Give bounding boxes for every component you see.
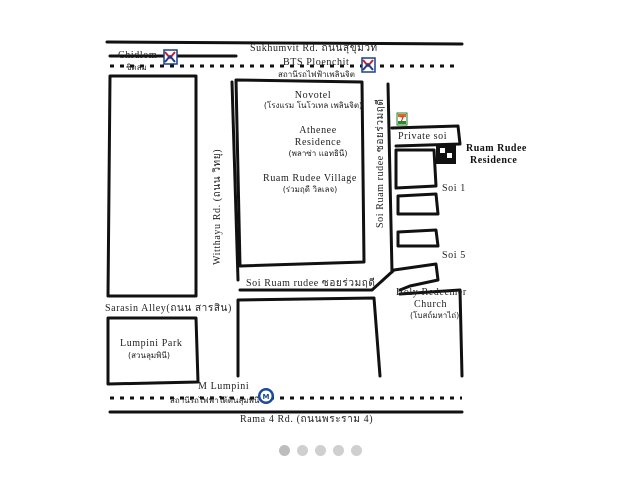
lumpini-station-thai-label: สถานีรถไฟฟ้าใต้ดินลุมพินี: [170, 396, 260, 405]
sarasin-label: Sarasin Alley(ถนน สารสิน): [105, 303, 232, 314]
sukhumvit-road: [105, 40, 464, 46]
slide-pager: [0, 445, 640, 459]
ploenchit-label: BTS Ploenchit: [283, 57, 349, 68]
chidlom-label: Chidlom: [118, 50, 157, 61]
lumpini-park-thai-label: (สวนลุมพินี): [128, 351, 170, 360]
pager-dot-2[interactable]: [296, 445, 308, 456]
church-label: Holy Redeemer: [396, 287, 467, 298]
lumpini-station-label: M Lumpini: [198, 381, 249, 392]
village-label: Ruam Rudee Village: [263, 173, 357, 184]
soi-ruam-rudee-west-edge: [386, 82, 394, 274]
soi-block-b: [396, 228, 440, 248]
soi-ruam-rudee-vertical-label: Soi Ruam rudee ซอยร่วมฤดี: [374, 98, 386, 228]
witthayu-road: [230, 80, 240, 282]
svg-text:7: 7: [400, 116, 404, 123]
soi-1-label: Soi 1: [442, 183, 466, 194]
witthayu-label: Witthayu Rd. (ถนน วิทยุ): [212, 149, 223, 265]
chidlom-thai-label: ชิดลม: [126, 63, 147, 72]
village-thai-label: (ร่วมฤดี วิลเลจ): [283, 185, 338, 194]
convenience-store-icon: 7: [396, 112, 408, 126]
bts-logo-icon: [361, 57, 376, 73]
pager-dot-4[interactable]: [332, 445, 344, 456]
church-block: [236, 288, 464, 378]
novotel-thai-label: (โรงแรม โนโวเทล เพลินจิต): [264, 100, 362, 110]
pager-dot-5[interactable]: [350, 445, 362, 456]
lumpini-park-label: Lumpini Park: [120, 338, 182, 349]
athenee-thai-label: (พลาซ่า แอทธินี): [289, 149, 348, 158]
residence-label: Ruam Rudee: [466, 143, 527, 154]
rama-4-label: Rama 4 Rd. (ถนนพระราม 4): [240, 414, 373, 425]
mrt-logo-icon: M: [258, 388, 274, 404]
athenee-label-2: Residence: [295, 137, 342, 148]
soi-ruam-rudee-horizontal: [238, 262, 440, 292]
church-label-2: Church: [414, 299, 447, 310]
private-soi-label: Private soi: [398, 131, 447, 142]
novotel-label: Novotel: [295, 90, 331, 101]
witthayu-block-left: [106, 74, 198, 298]
soi-block-a: [394, 148, 438, 190]
residence-marker-icon: [436, 144, 456, 164]
pager-dot-1[interactable]: [278, 445, 290, 456]
central-block: [234, 78, 366, 268]
ploenchit-thai-label: สถานีรถไฟฟ้าเพลินจิต: [278, 70, 355, 79]
bts-logo-icon: [163, 49, 178, 65]
soi-1-road: [396, 192, 440, 216]
athenee-label: Athenee: [299, 125, 337, 136]
residence-label-2: Residence: [470, 155, 517, 166]
private-soi-road: [390, 124, 462, 148]
soi-ruam-rudee-horizontal-label: Soi Ruam rudee ซอยร่วมฤดี: [246, 277, 376, 289]
lumpini-park-block: [106, 316, 200, 386]
sukhumvit-label: Sukhumvit Rd. ถนนสุขุมวิท: [250, 43, 378, 54]
church-thai-label: (โบสถ์มหาไถ่): [410, 310, 459, 320]
soi-5-label: Soi 5: [442, 250, 466, 261]
svg-text:M: M: [263, 393, 270, 401]
pager-dot-3[interactable]: [314, 445, 326, 456]
